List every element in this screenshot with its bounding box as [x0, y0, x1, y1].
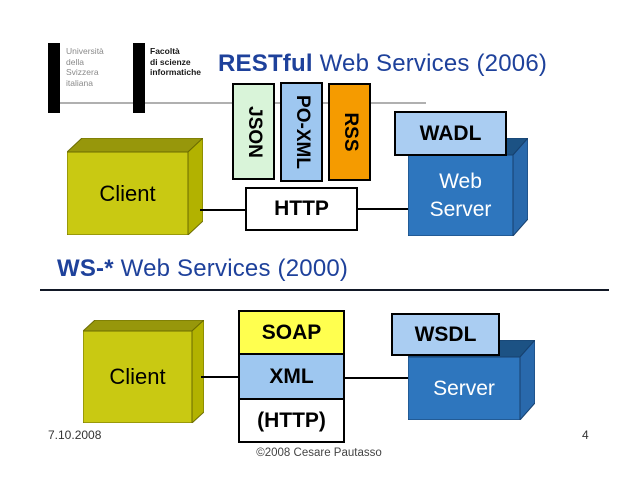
rest-server-label: Web Server: [408, 155, 513, 236]
logo-line: italiana: [66, 77, 93, 88]
rest-client-cube: Client: [65, 136, 205, 237]
logo-bar-left: [48, 43, 60, 113]
heading-ws: WS-* Web Services (2000): [57, 255, 348, 283]
xml-box: XML: [238, 353, 345, 400]
logo-line: Facoltà: [150, 46, 180, 56]
format-box-json: JSON: [232, 83, 275, 180]
wadl-box: WADL: [394, 111, 507, 156]
format-label-rss: RSS: [339, 112, 361, 152]
wsdl-box: WSDL: [391, 313, 500, 356]
footer-page-number: 4: [582, 428, 589, 442]
rest-server-label-line1: Web: [439, 169, 482, 193]
rest-server-label-line2: Server: [429, 197, 492, 221]
connector-xml-server: [345, 377, 408, 379]
format-label-po-xml: PO-XML: [291, 95, 313, 169]
ws-client-cube: Client: [81, 318, 206, 425]
http-box: HTTP: [245, 187, 358, 231]
format-box-po-xml: PO-XML: [280, 82, 323, 182]
heading-restful-rest: Web Services (2006): [312, 50, 548, 77]
logo-line: Svizzera: [66, 67, 99, 77]
footer-copyright: ©2008 Cesare Pautasso: [256, 447, 382, 459]
format-label-json: JSON: [243, 105, 265, 158]
heading-ws-bold: WS-*: [57, 255, 114, 282]
section-separator-line: [40, 289, 609, 291]
logo-bar-right: [133, 43, 145, 113]
heading-ws-rest: Web Services (2000): [113, 255, 349, 282]
logo-university-name: Università della Svizzera italiana: [66, 46, 104, 88]
connector-http-server: [358, 208, 408, 210]
http-paren-box: (HTTP): [238, 398, 345, 443]
footer-date: 7.10.2008: [48, 428, 102, 442]
rest-client-label: Client: [99, 180, 156, 206]
heading-restful: RESTful Web Services (2006): [218, 50, 547, 78]
logo-line: della: [66, 56, 84, 67]
connector-client-http: [200, 209, 245, 211]
ws-client-label: Client: [109, 364, 166, 389]
logo-faculty-name: Facoltà di scienze informatiche: [150, 46, 201, 78]
heading-restful-bold: RESTful: [218, 50, 313, 77]
soap-box: SOAP: [238, 310, 345, 355]
logo-line: informatiche: [150, 67, 202, 77]
format-box-rss: RSS: [328, 83, 371, 181]
connector-client-xml: [201, 376, 238, 378]
logo-line: Università: [66, 46, 104, 56]
ws-server-label: Server: [433, 376, 495, 400]
logo-line: di scienze: [150, 56, 191, 67]
